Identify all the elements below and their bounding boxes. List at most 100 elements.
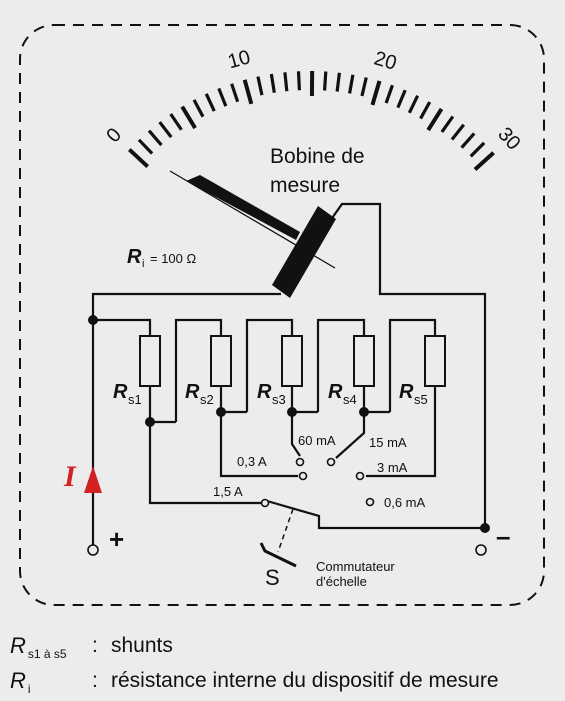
resistor-rs1 (140, 336, 160, 386)
scale-tick (442, 116, 453, 132)
left-wire (93, 294, 281, 545)
scale-tick (428, 109, 441, 130)
minus-sign: – (496, 521, 510, 551)
contact-3mA (357, 473, 364, 480)
range-0-3A: 0,3 A (237, 454, 267, 469)
node-rs4 (359, 407, 369, 417)
rail-to-rs1 (93, 320, 150, 336)
scale-tick (206, 94, 214, 111)
ri-symbol: R (127, 246, 142, 268)
legend-colon: : (92, 664, 98, 698)
current-symbol: I (63, 460, 77, 493)
switch-knob (261, 543, 296, 566)
coil-label-line2: mesure (270, 174, 340, 197)
scale-tick (271, 74, 274, 93)
rs3-bottom-wire (292, 386, 318, 412)
switch-linkage (278, 509, 293, 552)
scale-tick (258, 77, 262, 96)
rs1-symbol: R (113, 381, 128, 403)
legend-subscript: i (28, 682, 31, 696)
scale-tick (337, 73, 339, 92)
scale-tick (471, 143, 484, 156)
legend-description: résistance interne du dispositif de mesu… (111, 664, 499, 698)
scale-tick (362, 77, 366, 96)
scale-tick (462, 133, 475, 147)
scale-tick (171, 114, 182, 130)
scale-label: 0 (102, 124, 126, 147)
node-bottom-right (480, 523, 490, 533)
rs2-subscript: s2 (200, 392, 214, 407)
resistor-rs2 (211, 336, 231, 386)
rs5-subscript: s5 (414, 392, 428, 407)
scale-label: 30 (493, 123, 524, 154)
scale-labels: 0 10 20 30 (102, 46, 524, 154)
ri-value: = 100 Ω (150, 251, 197, 266)
rs4-symbol: R (328, 381, 343, 403)
scale-tick (160, 122, 172, 137)
scale-tick (398, 90, 405, 108)
resistor-rs4 (354, 336, 374, 386)
rs4-bottom-wire (364, 386, 390, 412)
rs5-symbol: R (399, 381, 414, 403)
scale-tick (149, 131, 161, 145)
scale-tick (245, 80, 252, 104)
scale-tick (129, 150, 147, 167)
legend-colon: : (92, 629, 98, 663)
legend-description: shunts (111, 629, 173, 663)
contact-0-3A (300, 473, 307, 480)
node-rs2 (216, 407, 226, 417)
rs2-bottom-wire (221, 386, 247, 412)
contact-60mA (297, 459, 304, 466)
switch-label-line1: Commutateur (316, 559, 395, 574)
scale-tick (139, 140, 152, 154)
resistor-rs3 (282, 336, 302, 386)
range-3mA: 3 mA (377, 460, 408, 475)
terminal-plus (88, 545, 98, 555)
terminal-minus (476, 545, 486, 555)
ri-subscript: i (142, 258, 144, 270)
scale-label: 10 (226, 46, 253, 73)
contact-0-6mA (367, 499, 374, 506)
rs2-symbol: R (185, 381, 200, 403)
scale-tick (409, 96, 417, 113)
rs3-subscript: s3 (272, 392, 286, 407)
scale-tick (194, 100, 203, 117)
range-15mA: 15 mA (369, 435, 407, 450)
rs1-bottom-wire (150, 386, 176, 422)
scale-tick (325, 72, 326, 91)
wire-15mA (336, 412, 364, 458)
scale-tick (299, 71, 300, 90)
scale-tick (350, 75, 353, 94)
node-rs3 (287, 407, 297, 417)
measuring-coil (272, 206, 336, 298)
plus-sign: + (109, 524, 124, 554)
scale-tick (285, 72, 287, 91)
contact-15mA (328, 459, 335, 466)
scale-label: 20 (372, 47, 400, 74)
coil-label-line1: Bobine de (270, 145, 365, 168)
switch-symbol: S (265, 565, 280, 590)
scale-tick (372, 81, 379, 105)
node-top-left (88, 315, 98, 325)
scale-tick (182, 107, 195, 128)
scale-tick (421, 102, 430, 119)
range-60mA: 60 mA (298, 433, 336, 448)
rs4-subscript: s4 (343, 392, 357, 407)
switch-label-line2: d'échelle (316, 574, 367, 589)
scale-tick (386, 85, 392, 103)
meter-casing (20, 25, 544, 605)
range-1-5A: 1,5 A (213, 484, 243, 499)
rs3-symbol: R (257, 381, 272, 403)
contact-1-5A (262, 500, 269, 507)
legend-subscript: s1 à s5 (28, 647, 67, 661)
scale-tick (219, 88, 226, 106)
switch-arm (267, 501, 485, 528)
scale-tick (232, 84, 238, 102)
resistor-rs5 (425, 336, 445, 386)
scale-tick (475, 153, 494, 170)
node-rs1 (145, 417, 155, 427)
